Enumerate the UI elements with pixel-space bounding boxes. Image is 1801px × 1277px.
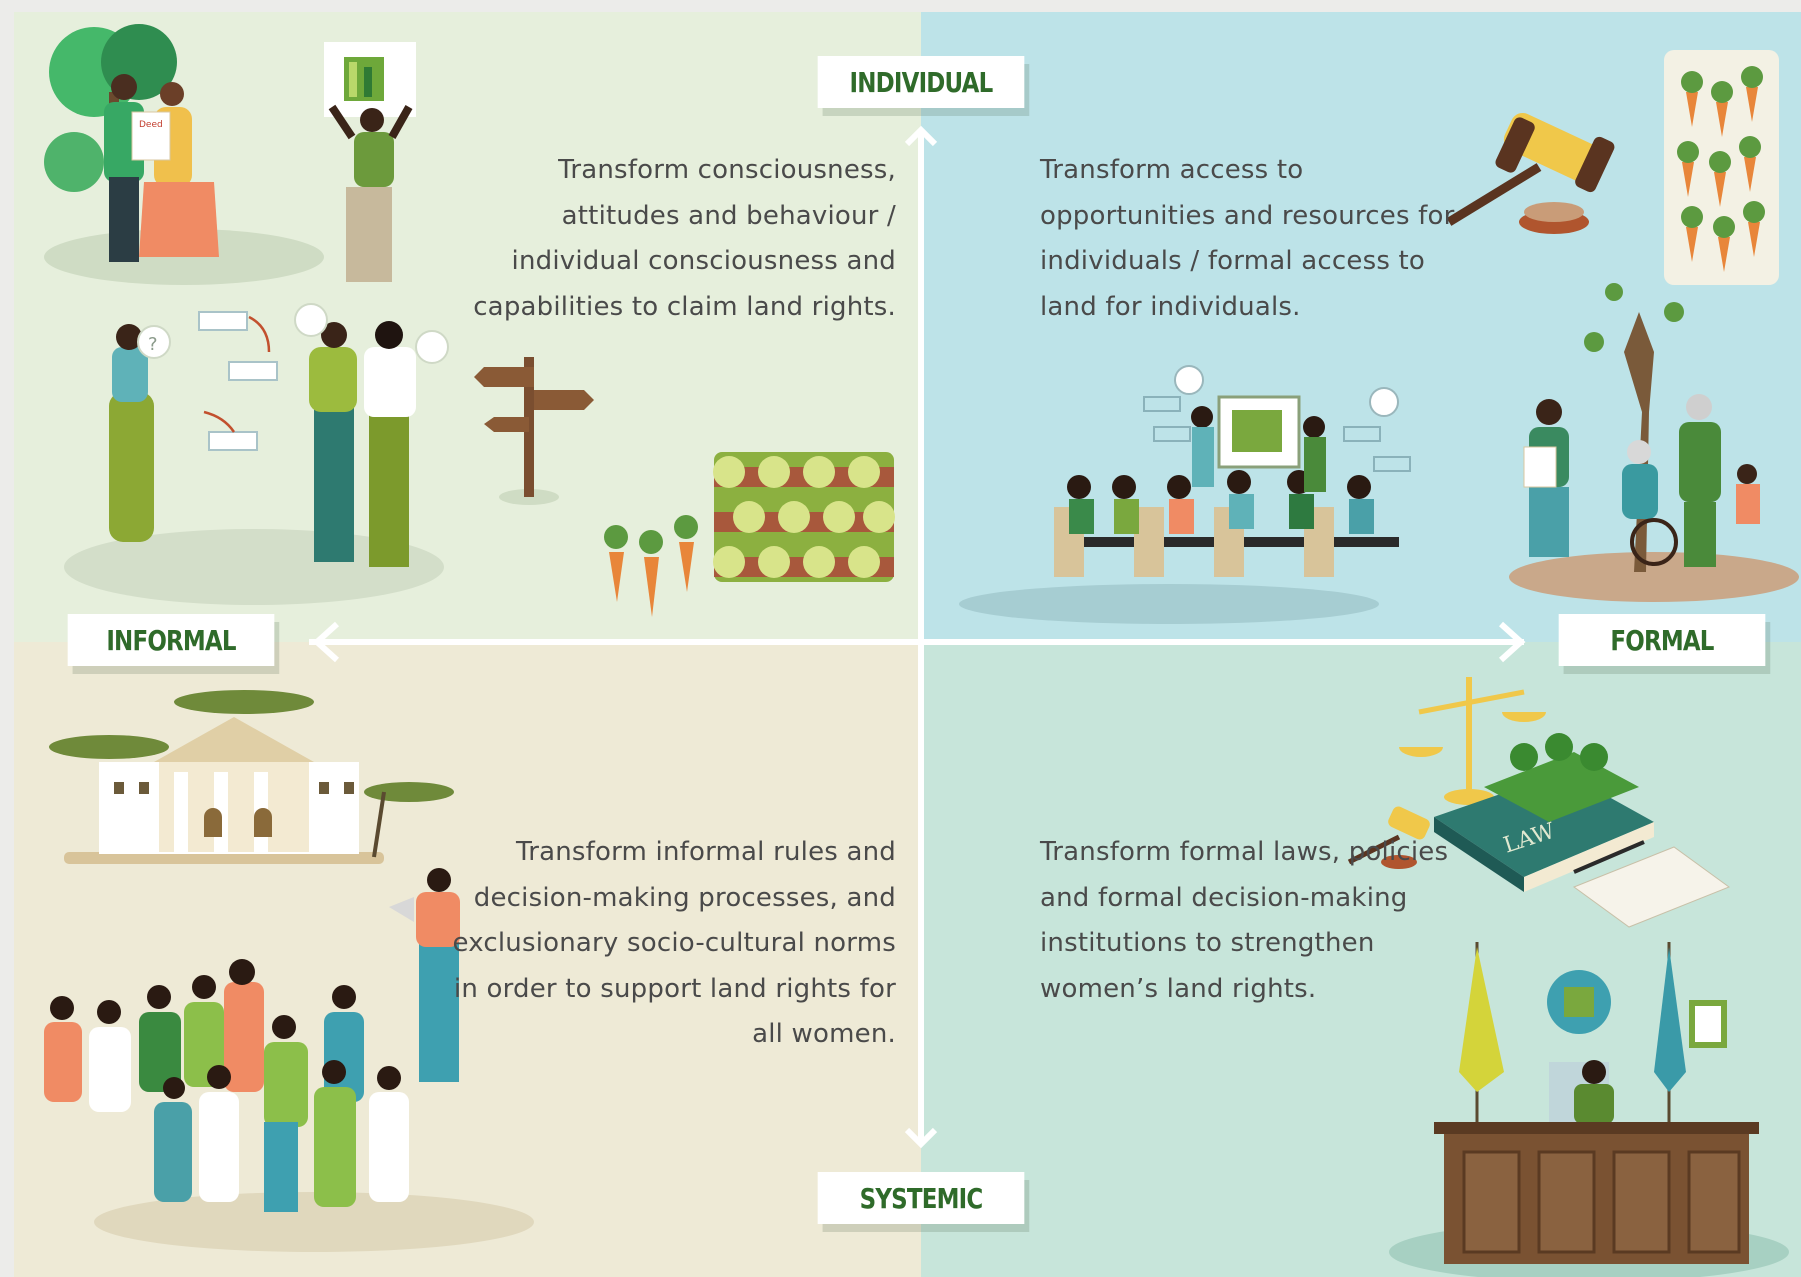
- quadrant-text-systemic-formal: Transform formal laws, policies and form…: [1040, 837, 1449, 1004]
- arrow-right-icon: [1498, 621, 1526, 663]
- quadrant-text-individual-informal: Transform consciousness, attitudes and b…: [473, 155, 896, 322]
- quadrant-text-systemic-informal: Transform informal rules and decision-ma…: [452, 837, 896, 1049]
- courtroom-illustration: [1389, 942, 1789, 1277]
- quadrant-diagram: Deed ?: [14, 12, 1801, 1277]
- quadrant-text-individual-formal: Transform access to opportunities and re…: [1040, 155, 1455, 322]
- axis-label-informal: INFORMAL: [67, 614, 275, 666]
- people-discussing-illustration: ?: [64, 303, 449, 605]
- couple-with-deed-illustration: Deed: [44, 24, 324, 285]
- axis-label-individual: INDIVIDUAL: [817, 56, 1025, 108]
- axis-label-formal: FORMAL: [1558, 614, 1766, 666]
- arrow-up-icon: [904, 125, 938, 147]
- arrow-down-icon: [904, 1127, 938, 1149]
- scales-of-justice-illustration: [1399, 677, 1546, 805]
- signpost-illustration: [474, 357, 594, 505]
- meeting-table-illustration: [959, 365, 1411, 624]
- family-with-tree-illustration: [1509, 283, 1799, 602]
- axis-label-systemic: SYSTEMIC: [817, 1172, 1025, 1224]
- deed-label: Deed: [139, 120, 163, 130]
- vegetable-garden-illustration: [604, 452, 895, 617]
- law-book-illustration: LAW: [1434, 733, 1731, 928]
- arrow-left-icon: [312, 621, 340, 663]
- carrot-patch-illustration: [1664, 50, 1779, 285]
- government-building-illustration: [49, 690, 454, 864]
- protesters-illustration: [44, 868, 534, 1252]
- small-gavel-illustration: [1347, 806, 1430, 869]
- axes: [309, 125, 1526, 1149]
- person-holding-sign-illustration: [324, 42, 416, 282]
- question-mark-1: ?: [148, 334, 158, 355]
- illustrations: Deed ?: [44, 24, 1799, 1277]
- gavel-illustration: [1446, 112, 1615, 234]
